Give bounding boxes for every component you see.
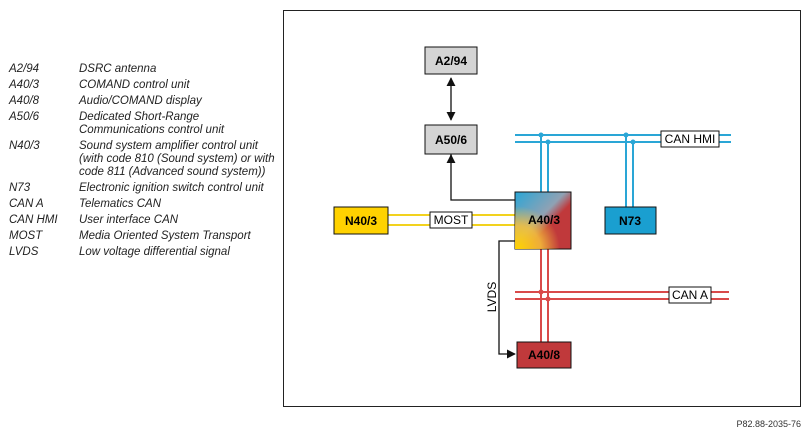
a50-a40-link (450, 154, 515, 201)
box-a40-8: A40/8 (516, 341, 572, 369)
lvds-link-arrow (498, 240, 516, 359)
legend-row: CAN HMI User interface CAN (9, 214, 279, 227)
network-diagram: CAN HMI CAN A MOST LVDS (333, 46, 731, 369)
legend-code: A40/3 (9, 79, 40, 91)
legend-row: A40/8 Audio/COMAND display (9, 95, 279, 108)
can-a-label-box (668, 286, 712, 304)
junction-dot (630, 139, 636, 145)
legend-code: A40/8 (9, 95, 40, 107)
a2-94-rect (424, 46, 478, 75)
legend-row: LVDS Low voltage differential signal (9, 246, 279, 259)
can-hmi-label-box (660, 130, 720, 148)
can-hmi-bus: CAN HMI (515, 130, 731, 207)
a40-3-overlay (515, 192, 571, 249)
legend-code: CAN HMI (9, 214, 58, 226)
junction-dot (545, 139, 551, 145)
legend-desc: Media Oriented System Transport (79, 230, 251, 242)
legend-code: N73 (9, 182, 31, 194)
a50-6-rect (424, 124, 478, 155)
a40-8-label: A40/8 (528, 348, 560, 362)
legend-row: A40/3 COMAND control unit (9, 79, 279, 92)
junction-dot (623, 132, 629, 138)
legend-code: LVDS (9, 246, 39, 258)
n73-rect (604, 206, 657, 235)
legend-row: N40/3 Sound system amplifier control unit… (9, 140, 279, 179)
box-n73: N73 (604, 206, 657, 235)
n40-3-rect (333, 206, 389, 235)
legend-desc: DSRC antenna (79, 63, 157, 75)
most-label-box (429, 211, 473, 229)
diagram-frame: CAN HMI CAN A MOST LVDS (283, 10, 801, 407)
legend-desc: Telematics CAN (79, 198, 162, 210)
box-n40-3: N40/3 (333, 206, 389, 235)
a2-94-label: A2/94 (435, 54, 467, 68)
can-a-bus: CAN A (515, 249, 729, 343)
legend-row: A50/6 Dedicated Short-Range Communication… (9, 111, 279, 137)
box-a2-94: A2/94 (424, 46, 478, 75)
legend-desc: Electronic ignition switch control unit (79, 182, 264, 194)
a40-3-label: A40/3 (528, 213, 560, 227)
legend-code: MOST (9, 230, 43, 242)
legend-row: A2/94 DSRC antenna (9, 63, 279, 76)
legend-desc: Sound system amplifier control unit (wit… (79, 140, 275, 178)
can-a-label: CAN A (672, 288, 708, 302)
box-a50-6: A50/6 (424, 124, 478, 155)
legend-code: A2/94 (9, 63, 40, 75)
junction-dot (538, 132, 544, 138)
legend-row: N73 Electronic ignition switch control un… (9, 182, 279, 195)
junction-dot (545, 296, 551, 302)
legend: A2/94 DSRC antenna A40/3 COMAND control un… (9, 63, 279, 262)
legend-row: MOST Media Oriented System Transport (9, 230, 279, 243)
a50-6-label: A50/6 (435, 133, 467, 147)
lvds-label: LVDS (485, 282, 499, 312)
legend-code: CAN A (9, 198, 44, 210)
legend-desc: User interface CAN (79, 214, 179, 226)
a40-8-rect (516, 341, 572, 369)
legend-row: CAN A Telematics CAN (9, 198, 279, 211)
n73-label: N73 (619, 214, 641, 228)
most-label: MOST (434, 213, 469, 227)
legend-desc: Dedicated Short-Range Communications con… (79, 111, 225, 136)
most-bus: MOST (388, 211, 517, 229)
n40-3-label: N40/3 (345, 214, 377, 228)
figure-reference: P82.88-2035-76 (736, 419, 801, 429)
junction-dot (538, 289, 544, 295)
legend-desc: COMAND control unit (79, 79, 190, 91)
legend-code: N40/3 (9, 140, 40, 152)
can-hmi-label: CAN HMI (665, 132, 716, 146)
box-a40-3: A40/3 (514, 191, 572, 250)
legend-desc: Low voltage differential signal (79, 246, 230, 258)
legend-code: A50/6 (9, 111, 40, 123)
legend-desc: Audio/COMAND display (79, 95, 202, 107)
